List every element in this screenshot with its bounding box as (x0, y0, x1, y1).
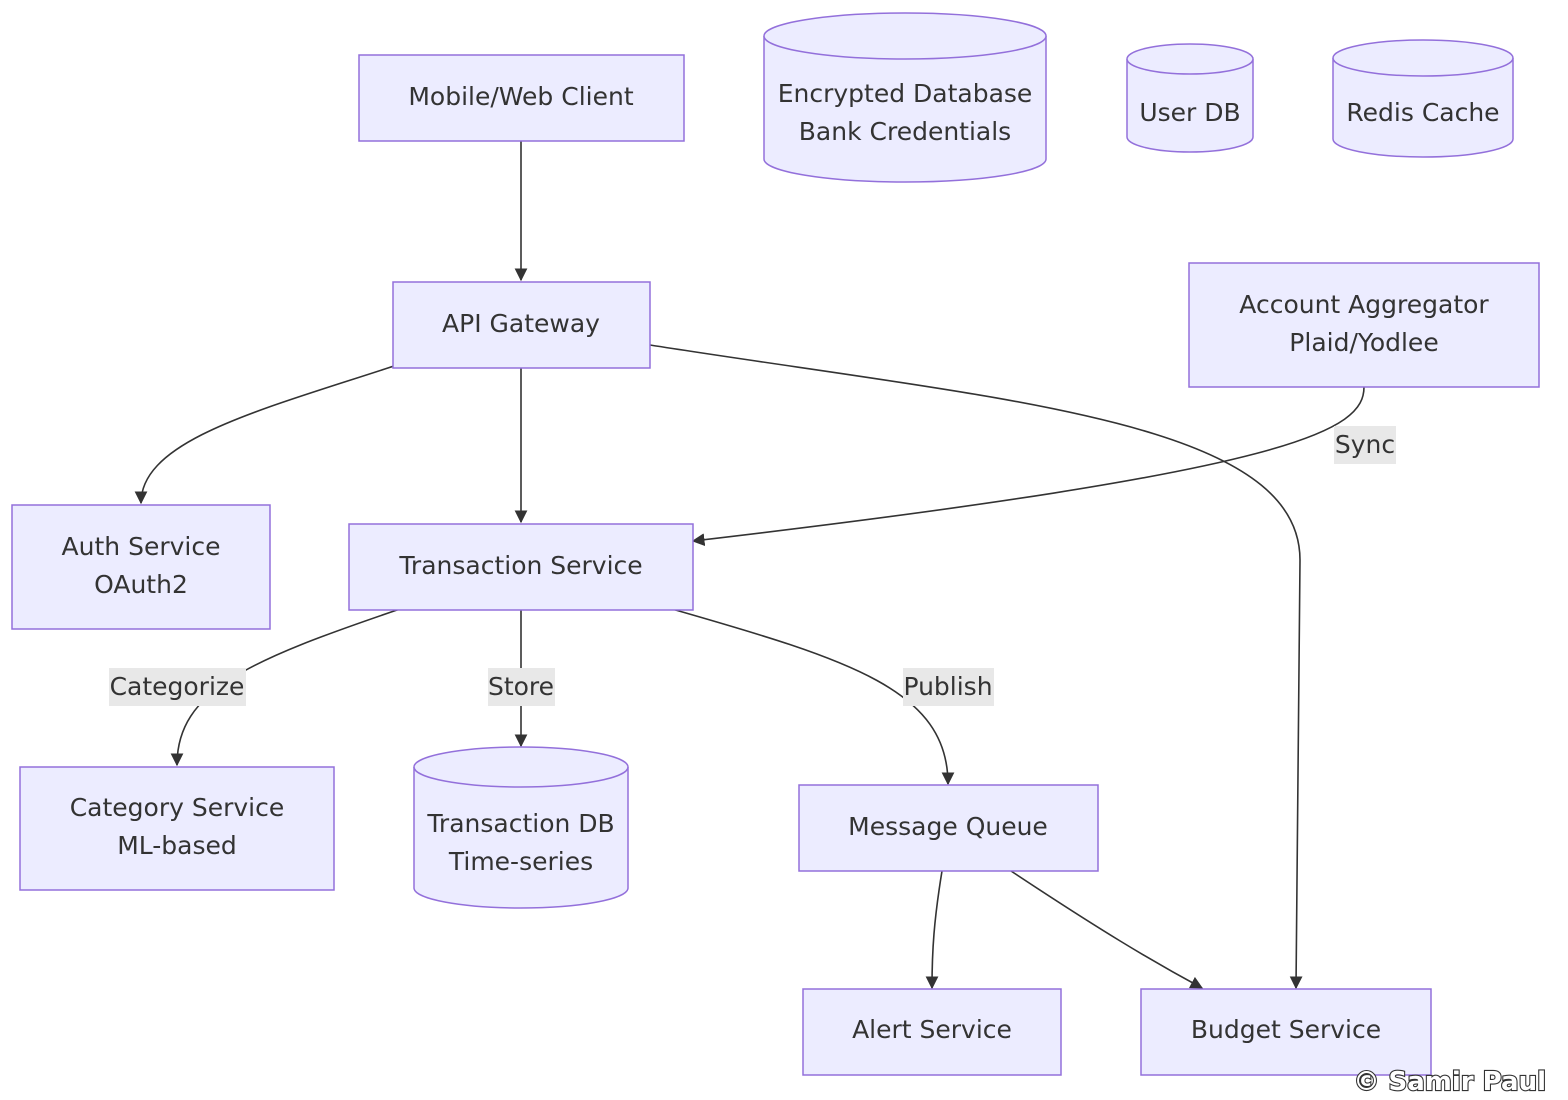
svg-text:User DB: User DB (1139, 98, 1240, 127)
node-budget-service: Budget Service (1140, 988, 1432, 1076)
edge-gateway-auth (134, 365, 395, 505)
node-user-db: User DB (1126, 43, 1254, 153)
svg-text:API Gateway: API Gateway (442, 309, 600, 338)
svg-text:Category Service: Category Service (70, 793, 285, 822)
svg-text:Categorize: Categorize (110, 672, 245, 701)
svg-text:Bank Credentials: Bank Credentials (799, 117, 1011, 146)
svg-text:Store: Store (488, 672, 554, 701)
node-transaction-db: Transaction DB Time-series (413, 746, 629, 909)
svg-text:Time-series: Time-series (448, 847, 593, 876)
node-transaction-service: Transaction Service (348, 523, 694, 611)
node-account-aggregator: Account Aggregator Plaid/Yodlee (1188, 262, 1540, 388)
watermark-text: © Samir Paul (1353, 1067, 1546, 1097)
svg-text:Transaction Service: Transaction Service (398, 551, 642, 580)
svg-text:Auth Service: Auth Service (62, 532, 221, 561)
node-client: Mobile/Web Client (358, 54, 685, 142)
node-alert-service: Alert Service (802, 988, 1062, 1076)
edge-mq-alert (925, 870, 943, 990)
node-redis-cache: Redis Cache (1332, 39, 1514, 158)
svg-text:Account Aggregator: Account Aggregator (1239, 290, 1489, 319)
svg-text:ML-based: ML-based (117, 831, 237, 860)
node-message-queue: Message Queue (798, 784, 1099, 872)
svg-text:Sync: Sync (1335, 430, 1395, 459)
svg-text:Message Queue: Message Queue (848, 812, 1048, 841)
svg-text:Alert Service: Alert Service (852, 1015, 1012, 1044)
edge-label-store: Store (488, 668, 555, 706)
svg-text:Redis Cache: Redis Cache (1346, 98, 1499, 127)
edge-aggregator-txn (691, 386, 1365, 547)
node-encrypted-database: Encrypted Database Bank Credentials (763, 12, 1047, 183)
edge-gateway-budget (649, 344, 1303, 990)
edge-mq-budget (1010, 870, 1204, 989)
edge-label-categorize: Categorize (109, 668, 246, 706)
svg-text:OAuth2: OAuth2 (94, 570, 188, 599)
svg-text:Mobile/Web Client: Mobile/Web Client (408, 82, 633, 111)
edge-label-publish: Publish (903, 668, 994, 706)
edge-txn-mq (671, 608, 955, 786)
node-category-service: Category Service ML-based (19, 766, 335, 891)
svg-text:Budget Service: Budget Service (1191, 1015, 1381, 1044)
svg-text:Transaction DB: Transaction DB (426, 809, 614, 838)
node-api-gateway: API Gateway (392, 281, 651, 369)
svg-text:Plaid/Yodlee: Plaid/Yodlee (1289, 328, 1438, 357)
edge-label-sync: Sync (1334, 426, 1396, 464)
node-auth-service: Auth Service OAuth2 (11, 504, 271, 630)
svg-text:Publish: Publish (903, 672, 992, 701)
svg-text:Encrypted Database: Encrypted Database (778, 79, 1033, 108)
